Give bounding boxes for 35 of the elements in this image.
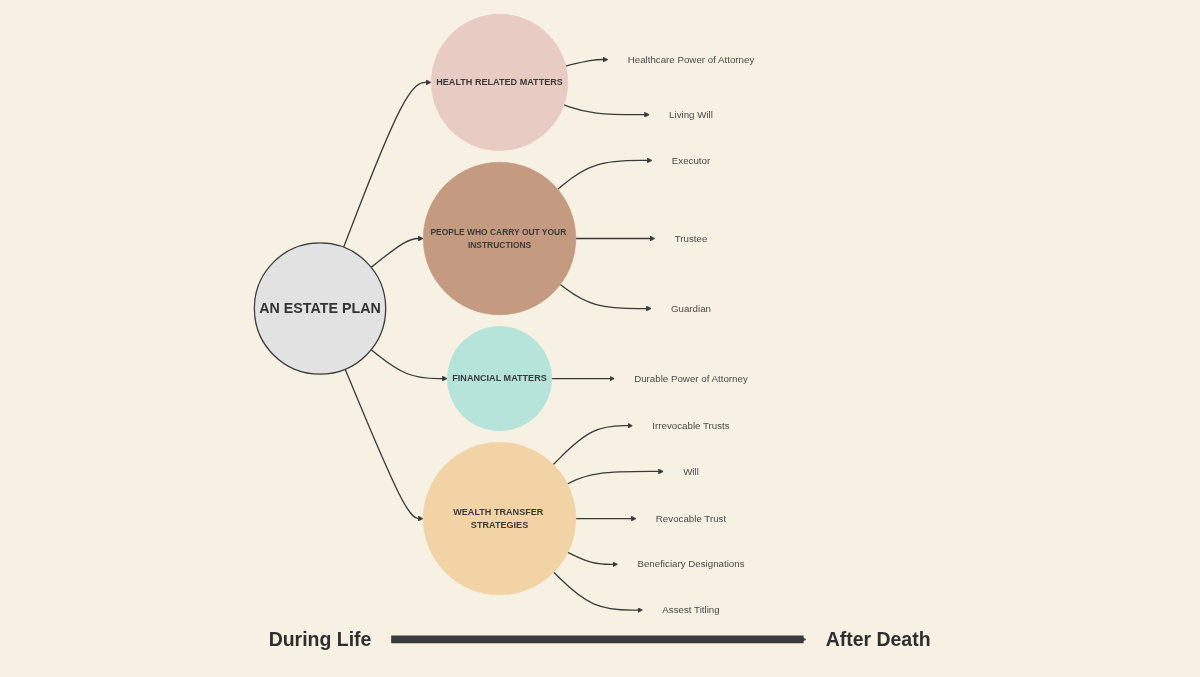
arrow xyxy=(553,571,644,613)
node-circle xyxy=(431,13,569,151)
node-text: Trustee xyxy=(675,232,708,244)
node-text: Irrevocable Trusts xyxy=(652,419,731,431)
node-text: Assest Titling xyxy=(662,603,721,615)
arrow xyxy=(575,235,656,241)
node-text: During Life xyxy=(269,628,372,650)
arrow xyxy=(390,635,807,643)
arrow xyxy=(370,235,424,268)
arrow xyxy=(343,79,432,248)
arrow xyxy=(344,368,424,521)
arrow xyxy=(551,375,616,381)
arrow xyxy=(567,551,619,567)
node-text: Living Will xyxy=(669,108,714,120)
node-text: Beneficiary Designations xyxy=(637,557,745,569)
node-text: Healthcare Power of Attorney xyxy=(628,53,755,65)
node-text: Revocable Trust xyxy=(656,512,727,524)
node-circle xyxy=(423,441,577,595)
arrow xyxy=(370,348,449,381)
node-text: Guardian xyxy=(671,302,712,314)
mind-map-diagram: During Life After Death AN ESTATE PLAN HEALTH RELATED MATTERS Healthcare Power of Attorney Living Will PEOPLE WHO CARRY OUT YOUR INSTRUCTIONS Executor Trustee Guardian FINANCIAL MATTERS Durable Power of Attorney WEALTH TRANSFER STRATEGIES Irrevocable Trusts Will Revocable Trust Beneficiary Designations Assest Titling xyxy=(244,8,956,669)
arrow xyxy=(567,468,665,485)
node-circle xyxy=(423,161,577,315)
node-text: Will xyxy=(683,464,700,476)
node-text: Durable Power of Attorney xyxy=(634,372,749,384)
node-circle xyxy=(254,241,387,375)
node-text: After Death xyxy=(826,628,931,650)
arrow xyxy=(560,283,653,311)
arrow xyxy=(565,56,609,67)
node-circle xyxy=(447,325,553,431)
node-text: Executor xyxy=(672,153,711,165)
arrow xyxy=(563,103,651,118)
arrow xyxy=(557,157,653,190)
arrow xyxy=(553,422,634,465)
arrow xyxy=(575,515,637,521)
